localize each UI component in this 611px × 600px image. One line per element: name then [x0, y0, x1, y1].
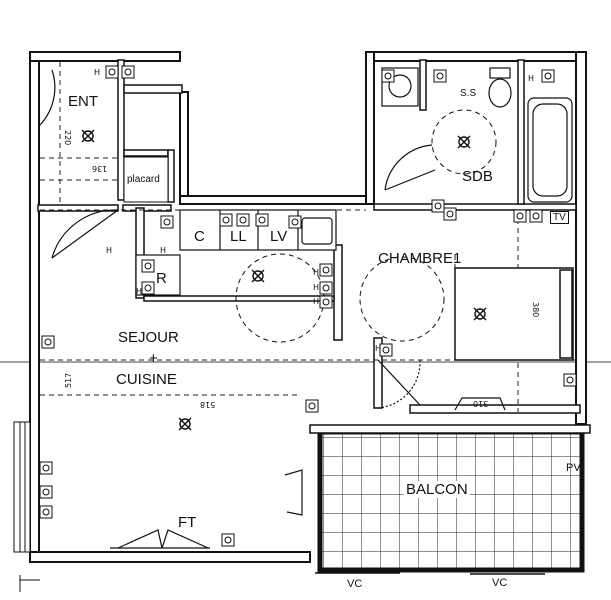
label-washing-machine: LL	[230, 228, 247, 245]
label-closet: placard	[127, 174, 160, 185]
bedroom-door	[377, 359, 421, 409]
label-bedroom: CHAMBRE1	[378, 250, 462, 267]
label-tv: TV	[550, 211, 569, 224]
label-entry: ENT	[68, 93, 98, 110]
label-socket-h-6: H	[313, 297, 320, 306]
left-window	[13, 421, 31, 553]
dim-balcony-door: 310	[473, 399, 489, 408]
dim-bed-length: 380	[531, 302, 540, 318]
exterior-walls	[29, 51, 587, 563]
label-socket-h-4: H	[313, 268, 320, 277]
vent-lines	[315, 572, 545, 575]
label-fridge: R	[156, 270, 167, 287]
label-cooktop: C	[194, 228, 205, 245]
label-bathroom: SDB	[462, 168, 493, 185]
label-living-line1: SEJOUR	[118, 329, 179, 346]
dim-living-width: 518	[200, 400, 216, 409]
label-socket-h-3: H	[160, 246, 167, 255]
label-pv: PV	[566, 462, 581, 474]
label-window: FT	[178, 514, 197, 531]
interior-walls	[37, 59, 581, 414]
label-socket-h-5: H	[313, 283, 320, 292]
label-vent-right: VC	[492, 577, 508, 589]
bathroom-fixtures	[381, 67, 573, 203]
label-socket-h-8: H	[375, 344, 382, 353]
light-markers	[81, 129, 487, 431]
balcony-floor	[317, 429, 585, 573]
label-socket-h-9: H	[528, 74, 535, 83]
dim-living-depth: 517	[64, 372, 73, 388]
closet	[123, 156, 169, 203]
label-dishwasher: LV	[270, 228, 288, 245]
label-balcony: BALCON	[404, 481, 470, 498]
label-socket-h-1: H	[94, 68, 101, 77]
label-vent-left: VC	[347, 578, 363, 590]
sockets	[39, 65, 577, 547]
label-heating: S.S	[460, 88, 477, 99]
dim-entry-width: 220	[63, 130, 72, 146]
label-socket-h-7: H	[136, 287, 143, 296]
balcony-rail	[309, 424, 591, 434]
label-living-line2: CUISINE	[116, 371, 177, 388]
label-living-plus: +	[149, 350, 158, 367]
dim-closet-width: 136	[92, 164, 108, 173]
label-socket-h-2: H	[106, 246, 113, 255]
entry-door	[39, 69, 119, 259]
corner-mark	[19, 575, 40, 592]
bed	[454, 267, 574, 361]
balcony-doors	[284, 397, 506, 516]
bottom-window	[110, 529, 210, 549]
